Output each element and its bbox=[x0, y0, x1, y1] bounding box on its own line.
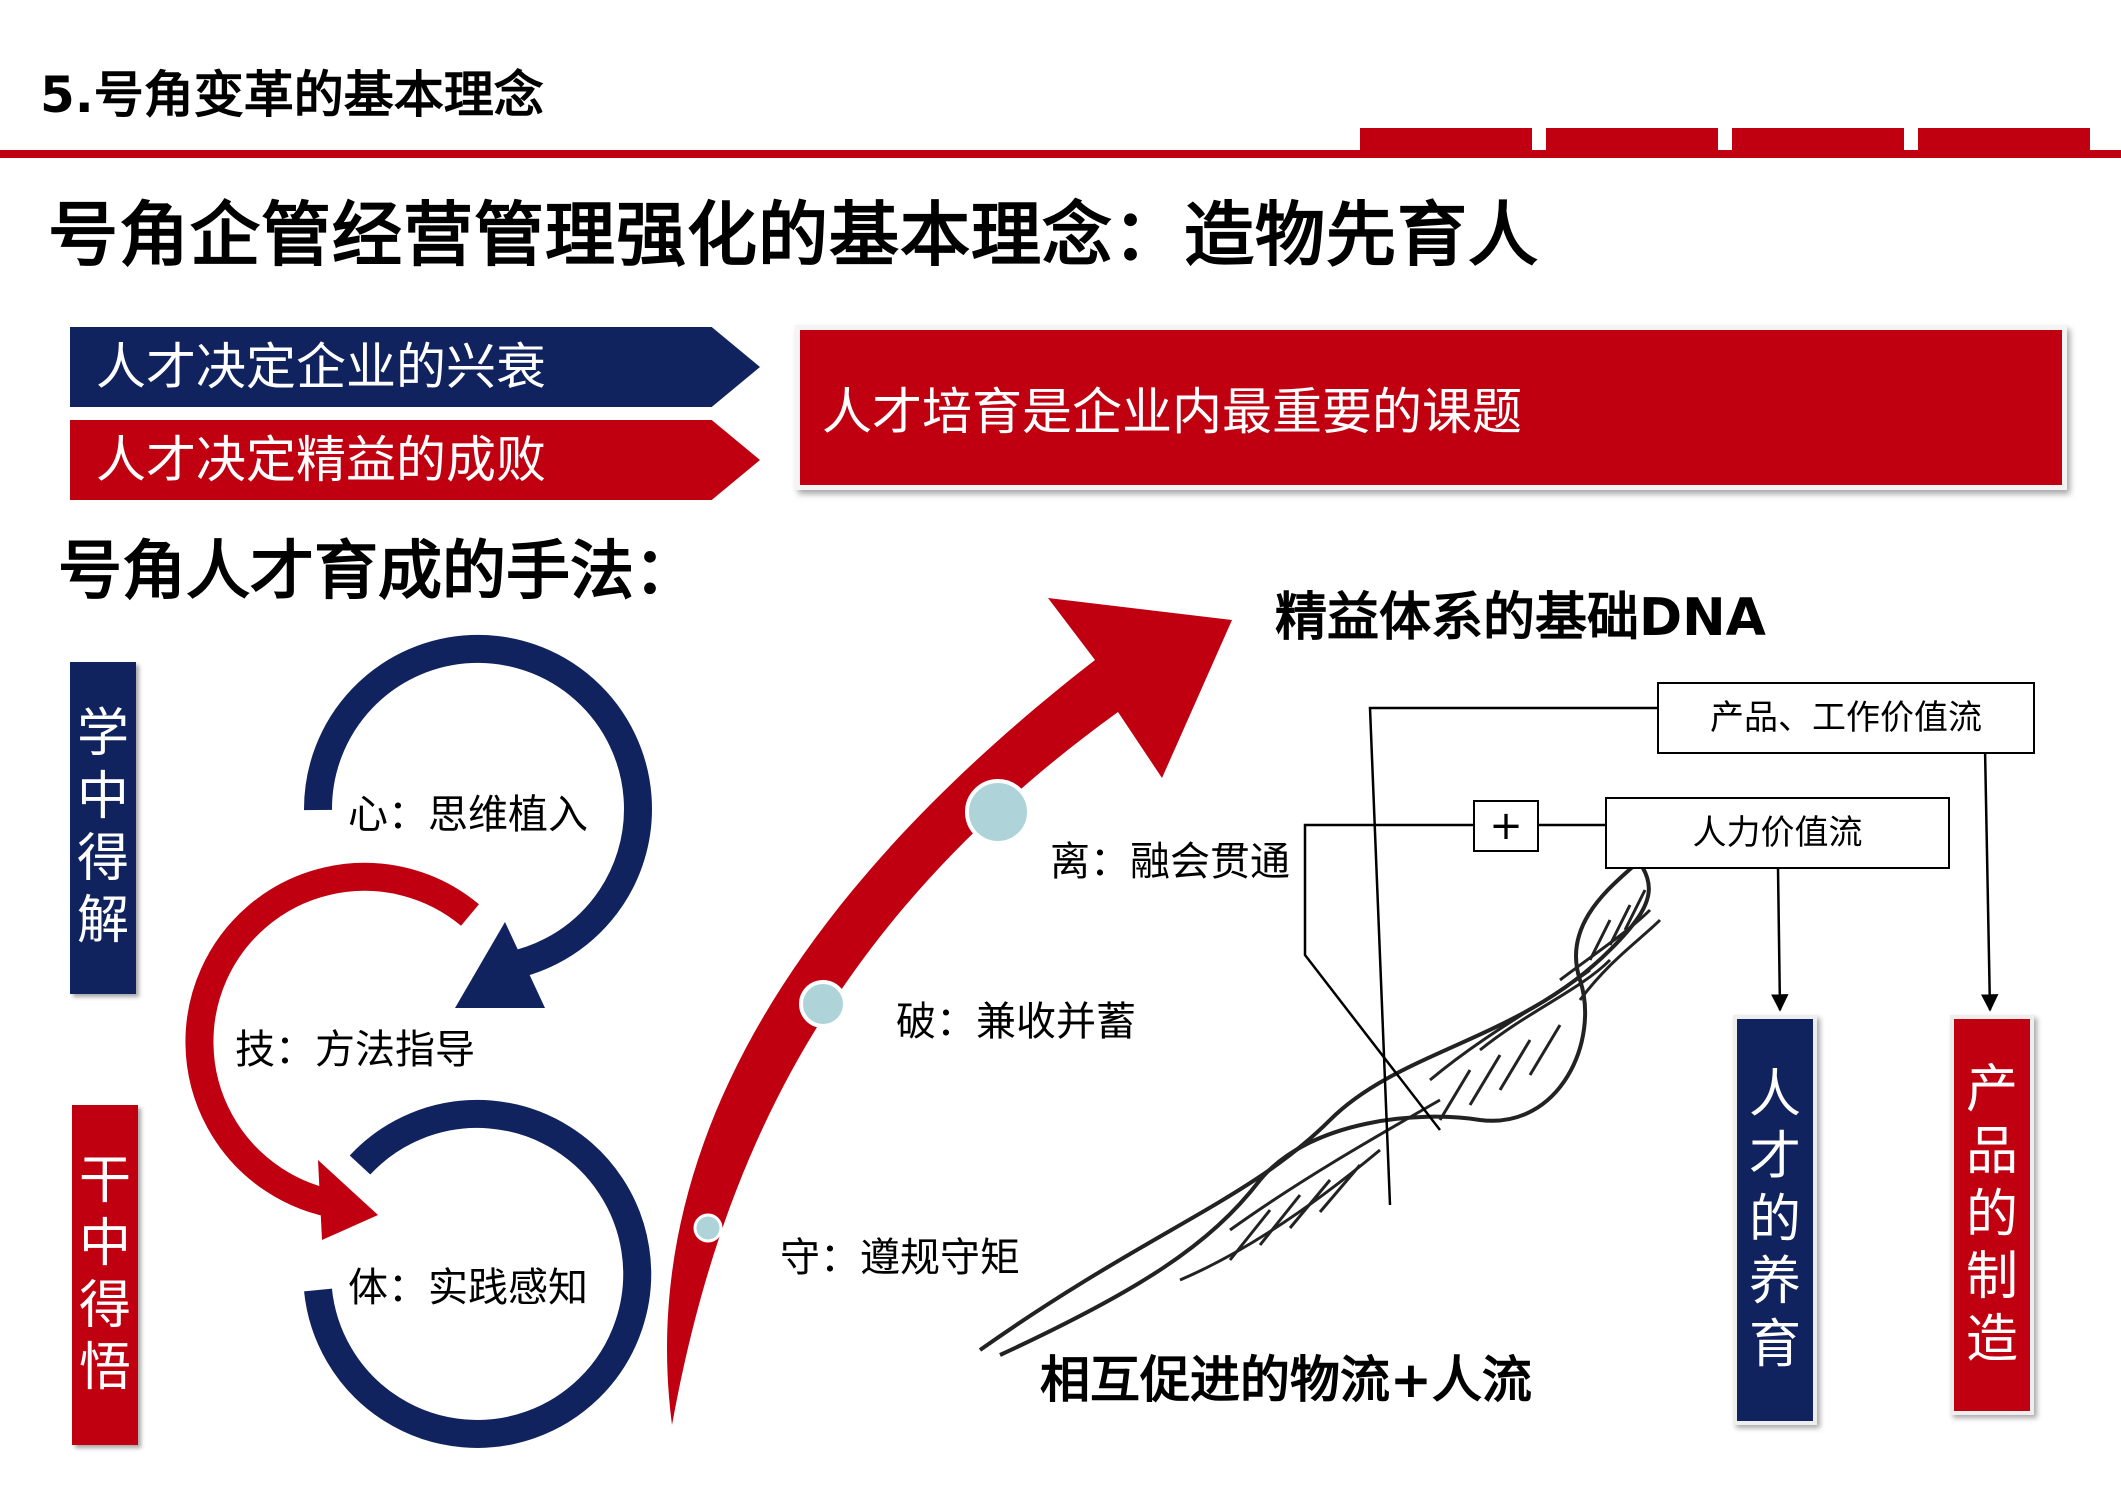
cycle-arrowhead-skill bbox=[318, 1160, 378, 1240]
char: 解 bbox=[76, 891, 129, 952]
header-tab-strip bbox=[1360, 128, 2090, 152]
char: 中 bbox=[78, 1213, 131, 1274]
char: 悟 bbox=[78, 1338, 131, 1399]
header-divider bbox=[0, 150, 2121, 158]
char: 人 bbox=[1748, 1065, 1801, 1126]
char: 育 bbox=[1748, 1314, 1801, 1375]
cycle-label-body: 体：实践感知 bbox=[348, 1265, 588, 1311]
header-tab-4 bbox=[1918, 128, 2090, 152]
section-title: 5.号角变革的基本理念 bbox=[40, 66, 544, 124]
dna-helix-illustration bbox=[972, 830, 1662, 1361]
outcome-product-manufacture: 产 品 的 制 造 bbox=[1950, 1015, 2034, 1415]
human-flow-box: 人力价值流 bbox=[1605, 797, 1950, 869]
char: 制 bbox=[1965, 1247, 2018, 1308]
method-title: 号角人才育成的手法： bbox=[58, 535, 698, 609]
cycle-arc-body bbox=[304, 1100, 652, 1448]
label-do-realize: 干 中 得 悟 bbox=[72, 1105, 138, 1445]
header-tab-1 bbox=[1360, 128, 1532, 152]
tag-talent-rise-fall: 人才决定企业的兴衰 bbox=[70, 327, 760, 407]
stage-label-li: 离：融会贯通 bbox=[1050, 839, 1290, 885]
plus-box: + bbox=[1473, 800, 1539, 852]
stage-bubble-shou bbox=[693, 1213, 723, 1243]
dna-title: 精益体系的基础DNA bbox=[1275, 588, 1766, 648]
header-tab-3 bbox=[1732, 128, 1904, 152]
char: 养 bbox=[1748, 1252, 1801, 1313]
header-tab-2 bbox=[1546, 128, 1718, 152]
char: 得 bbox=[76, 829, 129, 889]
product-flow-box: 产品、工作价值流 bbox=[1657, 682, 2035, 754]
char: 才 bbox=[1748, 1127, 1801, 1188]
outcome-talent-nurture: 人 才 的 养 育 bbox=[1733, 1015, 1817, 1425]
cycle-label-skill: 技：方法指导 bbox=[235, 1027, 475, 1073]
growth-arrow bbox=[667, 598, 1232, 1425]
char: 产 bbox=[1965, 1060, 2018, 1121]
stage-label-shou: 守：遵规守矩 bbox=[780, 1235, 1020, 1281]
page-title: 号角企管经营管理强化的基本理念：造物先育人 bbox=[48, 194, 1539, 276]
char: 学 bbox=[76, 704, 129, 765]
label-learn-understand: 学 中 得 解 bbox=[70, 662, 136, 994]
flow-connectors bbox=[1303, 706, 1999, 1206]
stage-bubble-po bbox=[799, 980, 847, 1028]
char: 干 bbox=[78, 1151, 131, 1212]
char: 造 bbox=[1965, 1309, 2018, 1370]
cycle-arc-heart bbox=[303, 634, 652, 982]
char: 的 bbox=[1748, 1189, 1801, 1250]
char: 品 bbox=[1965, 1122, 2018, 1183]
key-statement-box: 人才培育是企业内最重要的课题 bbox=[795, 325, 2067, 490]
stage-label-po: 破：兼收并蓄 bbox=[896, 999, 1136, 1045]
cycle-label-heart: 心：思维植入 bbox=[348, 792, 588, 838]
stage-bubble-li bbox=[965, 779, 1031, 845]
char: 的 bbox=[1965, 1184, 2018, 1245]
cycle-arc-skill bbox=[185, 862, 479, 1219]
dna-caption: 相互促进的物流+人流 bbox=[1040, 1351, 1532, 1409]
tag-talent-lean-success: 人才决定精益的成败 bbox=[70, 420, 760, 500]
cycle-arrowhead-heart bbox=[455, 922, 545, 1008]
char: 得 bbox=[78, 1276, 131, 1336]
char: 中 bbox=[76, 766, 129, 827]
